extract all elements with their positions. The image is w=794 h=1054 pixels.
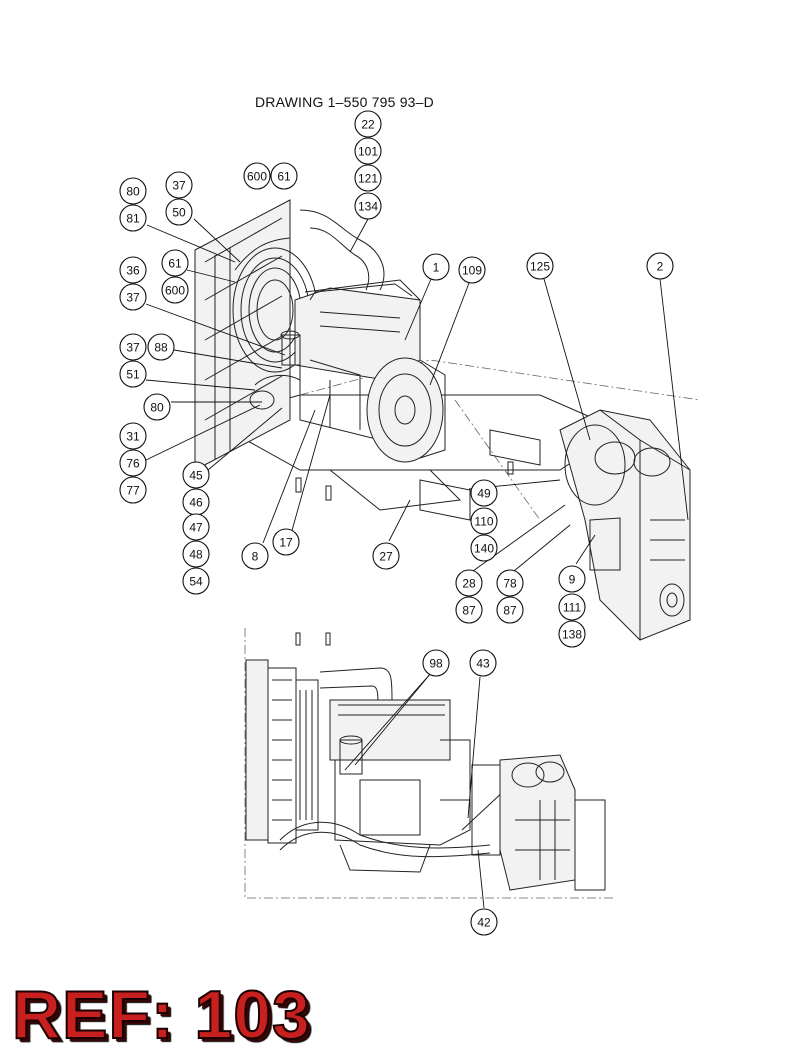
drawing-title: DRAWING 1–550 795 93–D [255,94,434,110]
svg-text:87: 87 [462,604,476,618]
svg-text:2: 2 [657,260,664,274]
svg-text:111: 111 [563,601,582,615]
svg-text:77: 77 [126,484,140,498]
callout-2: 2 [646,252,674,280]
detail-view-illustration [244,628,614,899]
svg-text:1: 1 [433,261,440,275]
svg-text:80: 80 [150,401,164,415]
callout-37: 37 [119,333,147,361]
svg-text:88: 88 [154,341,168,355]
callout-37: 37 [119,283,147,311]
callout-140: 140 [470,534,498,562]
callout-48: 48 [182,540,210,568]
svg-text:45: 45 [189,469,203,483]
svg-text:600: 600 [165,284,185,298]
svg-text:27: 27 [379,550,393,564]
svg-text:31: 31 [126,430,140,444]
callout-50: 50 [165,198,193,226]
svg-text:138: 138 [562,628,582,642]
callout-28: 28 [455,569,483,597]
svg-text:48: 48 [189,548,203,562]
reference-label: REF: 103 [11,976,311,1054]
callout-600: 600 [161,276,189,304]
engine-assembly-illustration [194,199,701,641]
callout-54: 54 [182,567,210,595]
svg-text:47: 47 [189,521,203,535]
callout-9: 9 [558,565,586,593]
svg-text:37: 37 [126,291,140,305]
callout-76: 76 [119,449,147,477]
svg-text:43: 43 [476,657,490,671]
svg-text:109: 109 [462,264,482,278]
svg-text:54: 54 [189,575,203,589]
callout-8: 8 [241,542,269,570]
svg-text:61: 61 [168,257,182,271]
callout-134: 134 [354,192,382,220]
svg-text:37: 37 [172,179,186,193]
callout-80: 80 [143,393,171,421]
callout-121: 121 [354,164,382,192]
callout-110: 110 [470,507,498,535]
callout-37: 37 [165,171,193,199]
callout-43: 43 [469,649,497,677]
svg-text:61: 61 [277,170,291,184]
svg-text:46: 46 [189,496,203,510]
svg-text:121: 121 [358,172,378,186]
svg-text:98: 98 [429,657,443,671]
callout-45: 45 [182,461,210,489]
svg-text:37: 37 [126,341,140,355]
callout-87: 87 [455,596,483,624]
callout-138: 138 [558,620,586,648]
callout-111: 111 [558,593,586,621]
svg-text:51: 51 [126,368,140,382]
svg-text:87: 87 [503,604,517,618]
svg-text:9: 9 [569,573,576,587]
svg-text:81: 81 [126,212,140,226]
callout-109: 109 [458,256,486,284]
callouts: 22 101 121 134 600 61 37 80 50 81 61 600… [119,110,674,936]
svg-text:42: 42 [477,916,491,930]
callout-77: 77 [119,476,147,504]
svg-text:101: 101 [358,145,378,159]
callout-47: 47 [182,513,210,541]
callout-88: 88 [147,333,175,361]
callout-600: 600 [243,162,271,190]
callout-1: 1 [422,253,450,281]
svg-text:134: 134 [358,200,378,214]
svg-text:76: 76 [126,457,140,471]
svg-text:78: 78 [503,577,517,591]
callout-61: 61 [270,162,298,190]
svg-text:28: 28 [462,577,476,591]
svg-text:49: 49 [477,487,491,501]
callout-125: 125 [526,252,554,280]
callout-46: 46 [182,488,210,516]
callout-61: 61 [161,249,189,277]
svg-text:22: 22 [361,118,375,132]
svg-text:600: 600 [247,170,267,184]
callout-49: 49 [470,479,498,507]
callout-81: 81 [119,204,147,232]
callout-17: 17 [272,528,300,556]
svg-text:125: 125 [530,260,550,274]
callout-87: 87 [496,596,524,624]
callout-36: 36 [119,256,147,284]
callout-42: 42 [470,908,498,936]
svg-text:50: 50 [172,206,186,220]
svg-text:36: 36 [126,264,140,278]
svg-text:17: 17 [279,536,293,550]
callout-27: 27 [372,542,400,570]
svg-text:8: 8 [252,550,259,564]
svg-text:140: 140 [474,542,494,556]
callout-101: 101 [354,137,382,165]
callout-31: 31 [119,422,147,450]
callout-78: 78 [496,569,524,597]
callout-51: 51 [119,360,147,388]
callout-80: 80 [119,177,147,205]
svg-text:110: 110 [474,515,493,529]
callout-98: 98 [422,649,450,677]
svg-text:80: 80 [126,185,140,199]
callout-22: 22 [354,110,382,138]
